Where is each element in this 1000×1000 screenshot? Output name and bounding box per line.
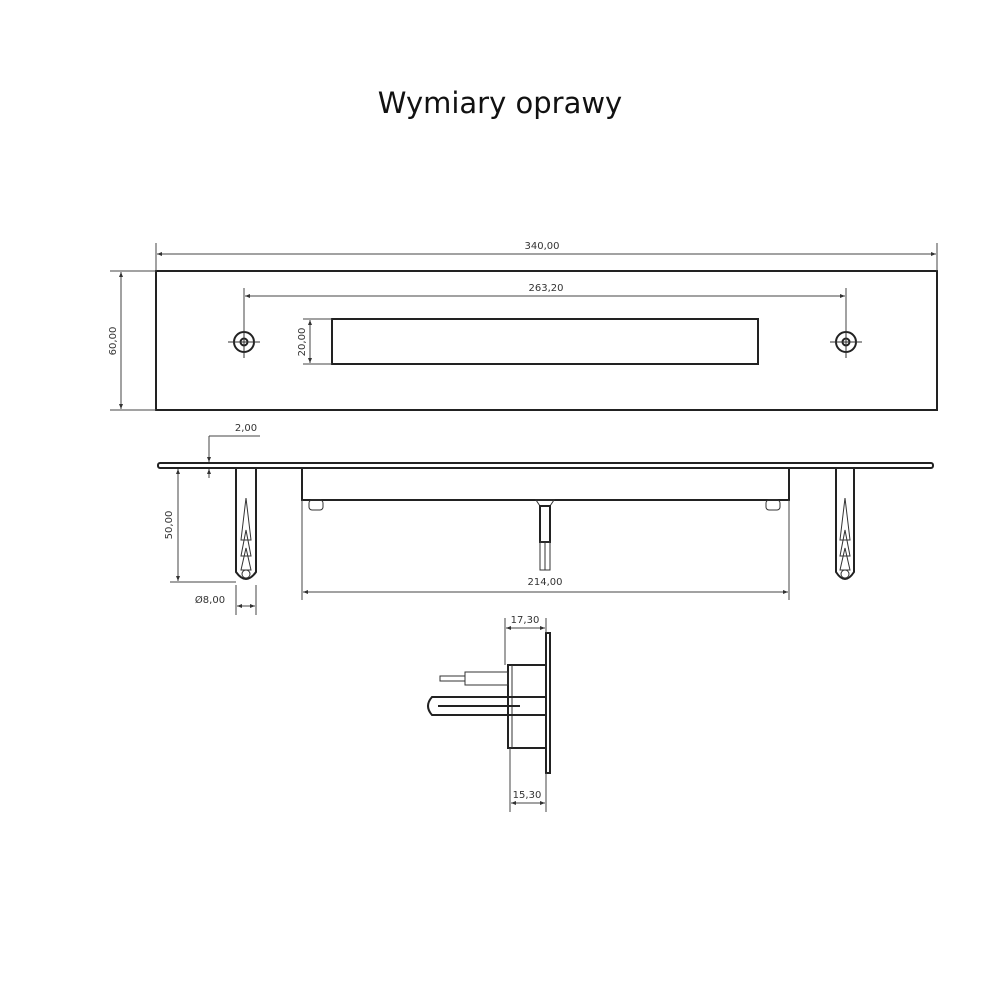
dimension-anchor-diameter: Ø8,00: [195, 585, 257, 615]
dimension-depth-bottom: 15,30: [509, 748, 547, 812]
dimension-label: 340,00: [525, 241, 560, 252]
cable-gland: [535, 499, 555, 571]
dimension-slot-height: 20,00: [297, 318, 332, 365]
dimension-label: 214,00: [528, 577, 563, 588]
bolt-right: [765, 499, 781, 511]
front-plate-outline: [155, 270, 938, 411]
dimension-label: Ø8,00: [195, 594, 225, 606]
mounting-hole-right: [830, 326, 862, 358]
dimension-housing-length: 214,00: [301, 500, 790, 600]
dimension-depth-top: 17,30: [504, 615, 547, 665]
side-view: 2,00 50,00 Ø8,00 214,00: [157, 423, 934, 615]
cable-tube: [464, 671, 509, 686]
dimension-label: 50,00: [164, 511, 175, 540]
end-view: 17,30 15,30: [427, 615, 551, 812]
dimension-hole-spacing: 263,20: [243, 283, 847, 330]
bolt-left: [308, 499, 324, 511]
dimension-label: 60,00: [108, 327, 119, 356]
dimension-height: 60,00: [108, 270, 156, 411]
end-anchor: [427, 696, 545, 716]
mounting-hole-left: [228, 326, 260, 358]
dimension-label: 2,00: [235, 423, 257, 434]
dimension-label: 15,30: [513, 790, 542, 801]
dimension-anchor-length: 50,00: [164, 469, 236, 583]
anchor-left: [235, 468, 257, 580]
housing: [301, 467, 790, 501]
drawing-title: Wymiary oprawy: [377, 86, 623, 120]
dimension-overall-length: 340,00: [155, 241, 938, 271]
light-slot: [331, 318, 759, 365]
dimension-label: 263,20: [529, 283, 564, 294]
dimension-label: 20,00: [297, 328, 308, 357]
dimension-plate-thickness: 2,00: [207, 423, 260, 478]
anchor-right: [835, 468, 855, 580]
cable-pin: [439, 675, 466, 682]
top-view: 340,00 263,20 60,00 20,00: [108, 241, 938, 411]
dimension-label: 17,30: [511, 615, 540, 626]
